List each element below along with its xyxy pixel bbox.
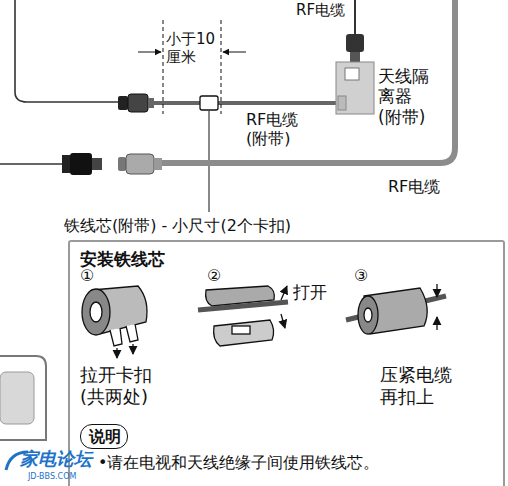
- part-label: ①: [80, 266, 94, 285]
- tv-set: [0, 356, 46, 440]
- part-label: 天线隔离器 (附带): [378, 66, 436, 127]
- watermark: JD-BBS.COM: [28, 472, 76, 482]
- part-label: RF电缆 (附带): [246, 110, 320, 148]
- watermark: 家电论坛: [20, 448, 92, 470]
- part-label: ③: [354, 266, 368, 285]
- ferrite-step2: [198, 286, 288, 346]
- part-label: 打开: [293, 282, 327, 302]
- note-heading: 说明: [89, 427, 119, 448]
- note-text: •请在电视和天线绝缘子间使用铁线芯。: [98, 453, 379, 474]
- part-label: 小于10 厘米: [166, 30, 218, 66]
- part-label: ②: [207, 266, 221, 285]
- ferrite-core: [200, 96, 218, 110]
- instruction-panel: 安装铁线芯•请在电视和天线绝缘子间使用铁线芯。说明: [68, 240, 505, 486]
- part-label: 铁线芯(附带) - 小尺寸(2个卡扣): [64, 216, 291, 235]
- dimension: [138, 20, 246, 114]
- part-label: RF电缆: [388, 177, 440, 196]
- ferrite-step1: [82, 286, 147, 358]
- plug: [118, 94, 154, 112]
- ferrite-step3: [346, 284, 446, 334]
- cable: [0, 163, 62, 165]
- rf-cable: [160, 0, 455, 163]
- part-label: RF电缆: [296, 1, 345, 19]
- rf-cable: [150, 101, 340, 105]
- note-badge: 说明: [80, 424, 128, 449]
- cable: [15, 0, 118, 102]
- part-label: 拉开卡扣 (共两处): [80, 364, 170, 407]
- part-label: 压紧电缆 再扣上: [380, 364, 464, 407]
- plug: [62, 153, 162, 175]
